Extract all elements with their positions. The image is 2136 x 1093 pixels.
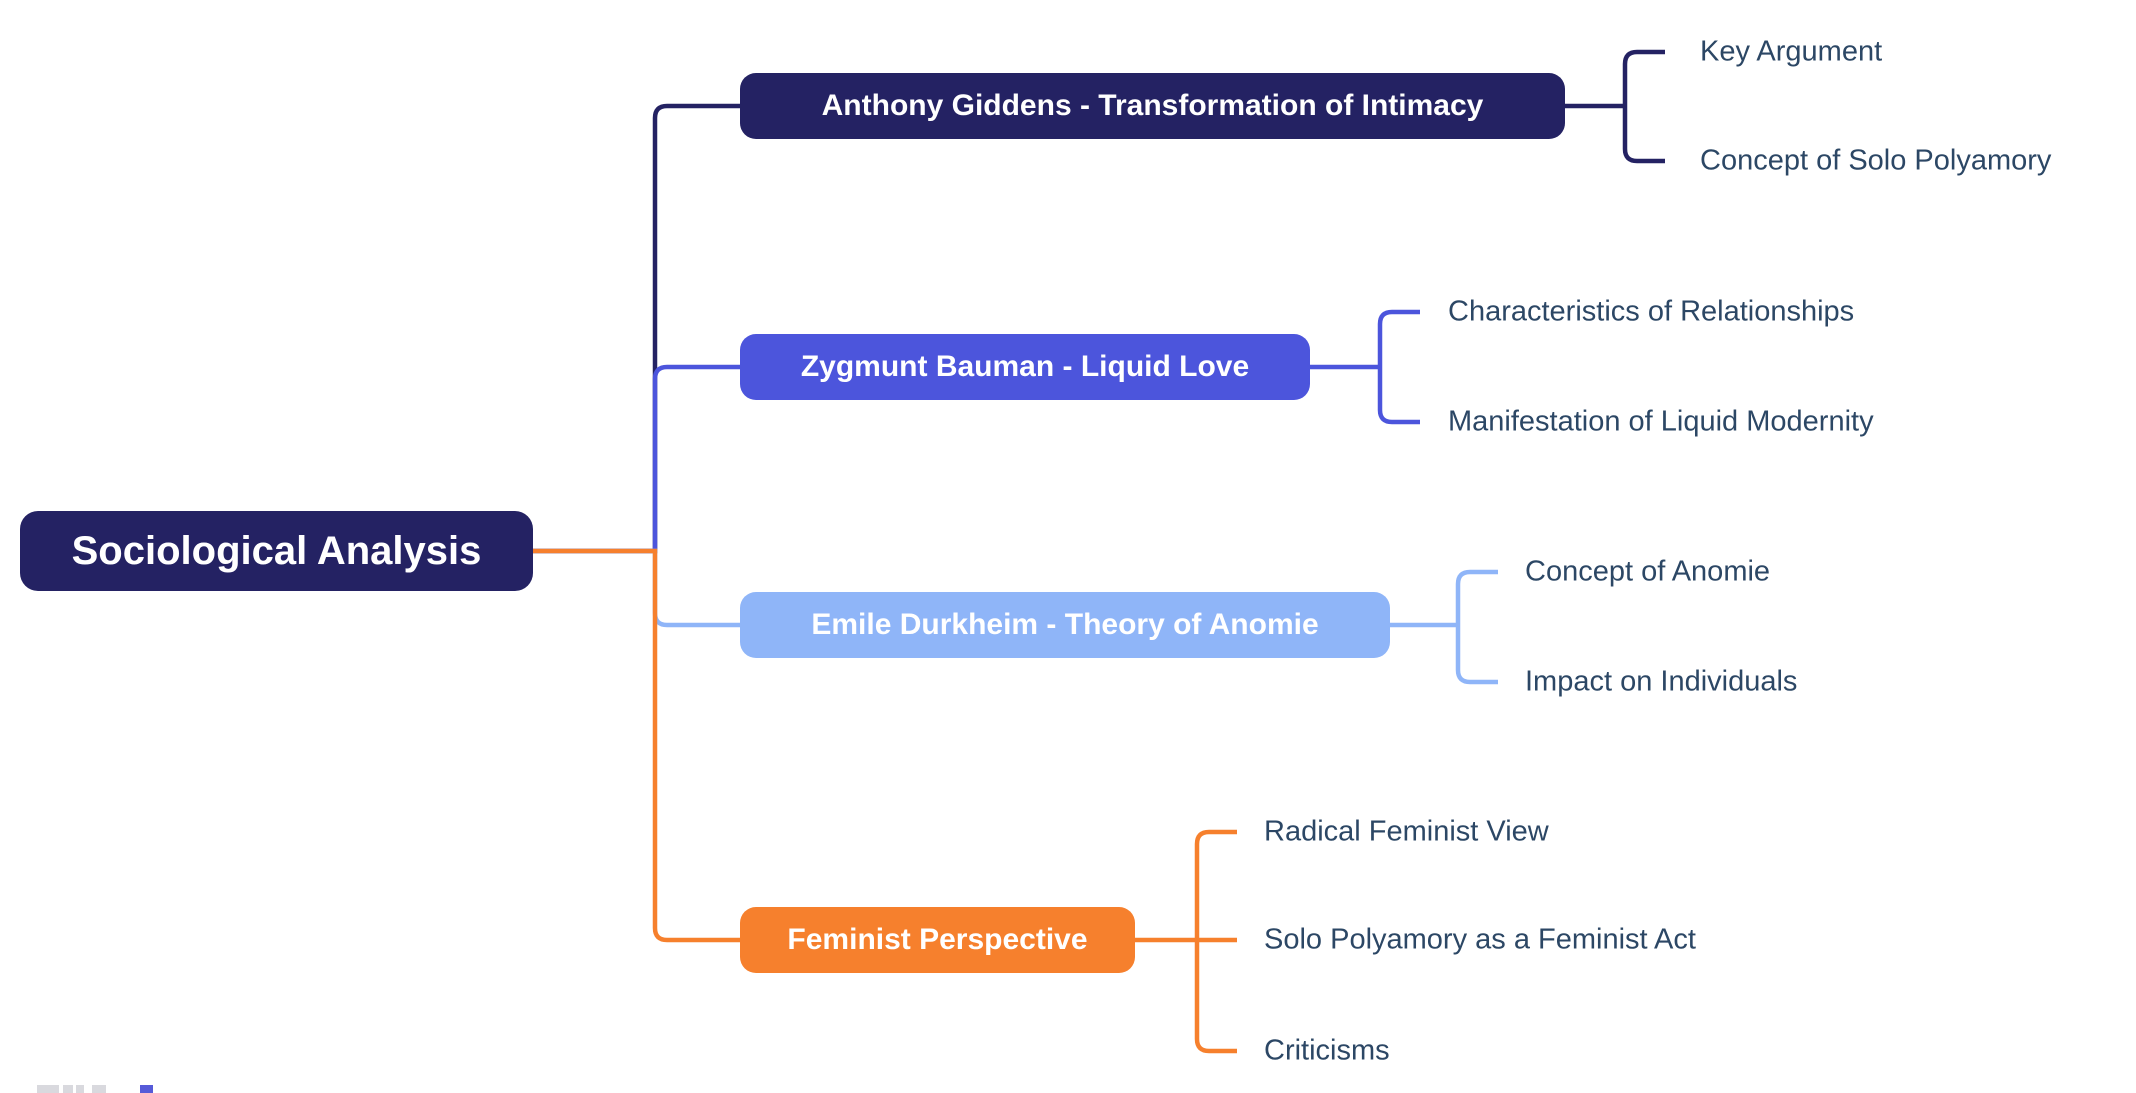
connector-root-durkheim xyxy=(533,548,740,628)
leaf-concept-of-solo-polyamory[interactable]: Concept of Solo Polyamory xyxy=(1700,144,2052,177)
leaf-solo-polyamory-as-a-feminist-act[interactable]: Solo Polyamory as a Feminist Act xyxy=(1264,923,1696,956)
node-bauman-liquid-love[interactable]: Zygmunt Bauman - Liquid Love xyxy=(740,334,1310,400)
fragment-bar xyxy=(76,1085,84,1093)
leaf-key-argument[interactable]: Key Argument xyxy=(1700,35,1883,68)
node-giddens-transformation-of-intimacy[interactable]: Anthony Giddens - Transformation of Inti… xyxy=(740,73,1565,139)
leaf-characteristics-of-relationships[interactable]: Characteristics of Relationships xyxy=(1448,295,1855,328)
fragment-bar-accent xyxy=(140,1085,153,1093)
node-root-sociological-analysis[interactable]: Sociological Analysis xyxy=(20,511,533,591)
node-durkheim-theory-of-anomie[interactable]: Emile Durkheim - Theory of Anomie xyxy=(740,592,1390,658)
node-feminist-perspective[interactable]: Feminist Perspective xyxy=(740,907,1135,973)
connector-root-bauman xyxy=(533,364,740,554)
connector-feminist-children xyxy=(1194,829,1237,1054)
connector-giddens-children xyxy=(1622,49,1665,164)
fragment-bar xyxy=(37,1085,59,1093)
leaf-concept-of-anomie[interactable]: Concept of Anomie xyxy=(1525,555,1771,588)
connector-bauman-children xyxy=(1377,309,1420,425)
fragment-bar xyxy=(63,1085,73,1093)
leaf-impact-on-individuals[interactable]: Impact on Individuals xyxy=(1525,665,1798,698)
leaf-criticisms[interactable]: Criticisms xyxy=(1264,1034,1390,1067)
connector-durkheim-children xyxy=(1455,569,1498,685)
connector-root-giddens xyxy=(533,103,740,554)
leaf-radical-feminist-view[interactable]: Radical Feminist View xyxy=(1264,815,1549,848)
connector-root-feminist xyxy=(533,548,740,943)
leaf-manifestation-of-liquid-modernity[interactable]: Manifestation of Liquid Modernity xyxy=(1448,405,1874,438)
fragment-bar xyxy=(92,1085,106,1093)
